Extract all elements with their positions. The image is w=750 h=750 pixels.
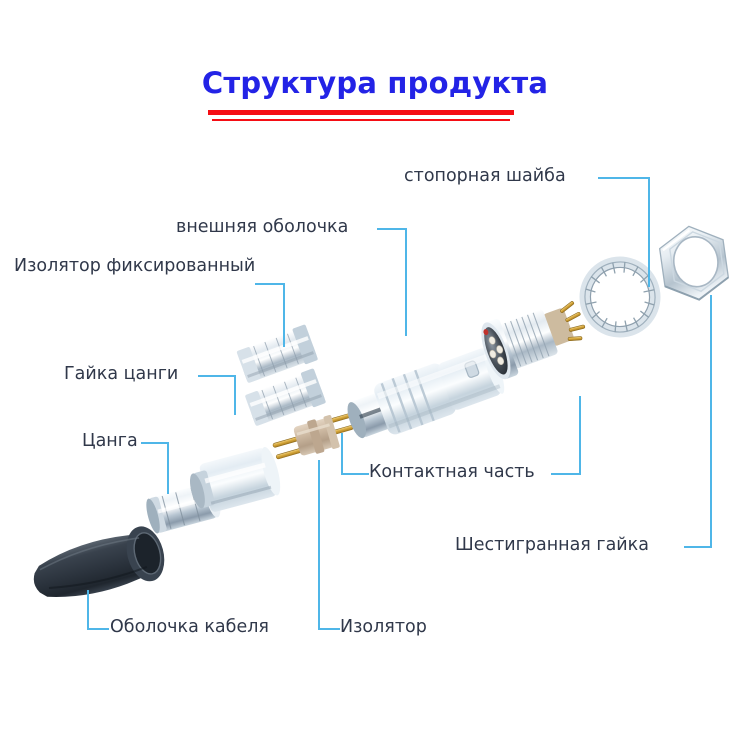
leader-collet-nut-h xyxy=(198,375,236,377)
leader-contact-part-left-h xyxy=(341,473,369,475)
red-alignment-dot xyxy=(483,329,489,336)
callout-label-lock-washer: стопорная шайба xyxy=(404,166,566,186)
part-tan-pin-insulator xyxy=(272,413,354,460)
leader-outer-shell-h xyxy=(377,228,407,230)
callout-label-collet: Цанга xyxy=(82,431,138,451)
leader-collet-nut-v xyxy=(234,375,236,415)
page-title: Структура продукта xyxy=(0,66,750,100)
leader-contact-part-left-v xyxy=(341,433,343,474)
leader-fixed-insulator-v xyxy=(283,283,285,347)
page-title-text: Структура продукта xyxy=(201,66,549,100)
leader-cable-boot-v xyxy=(87,590,89,629)
callout-label-fixed-insulator: Изолятор фиксированный xyxy=(14,256,256,276)
leader-collet-h xyxy=(141,442,169,444)
leader-lock-washer-v xyxy=(648,177,650,287)
leader-hex-nut-h xyxy=(684,546,712,548)
callout-label-cable-boot: Оболочка кабеля xyxy=(110,617,269,637)
leader-contact-part-right-v xyxy=(579,396,581,474)
title-underline-thick xyxy=(208,110,514,115)
leader-insulator-h xyxy=(318,628,340,630)
leader-hex-nut-v xyxy=(710,295,712,547)
callout-label-insulator: Изолятор xyxy=(340,617,427,637)
leader-fixed-insulator-h xyxy=(255,283,285,285)
part-chrome-collet xyxy=(146,482,221,534)
leader-lock-washer-h xyxy=(598,177,650,179)
callout-label-outer-shell: внешняя оболочка xyxy=(176,217,349,237)
contact-holes xyxy=(488,336,505,366)
part-ribbed-connector-body xyxy=(347,346,505,439)
title-underline-thin xyxy=(212,119,510,121)
part-clamp-nut-cylinder xyxy=(189,446,281,512)
part-hex-nut xyxy=(658,225,730,301)
part-black-cone-boot xyxy=(33,526,165,597)
leader-collet-v xyxy=(167,442,169,494)
leader-contact-part-right-h xyxy=(551,473,581,475)
part-metal-sleeve-lower xyxy=(245,368,326,426)
leader-insulator-v xyxy=(318,460,320,629)
callout-label-contact-part: Контактная часть xyxy=(369,462,535,482)
part-metal-sleeve-upper xyxy=(236,324,318,383)
callout-label-collet-nut: Гайка цанги xyxy=(64,364,179,384)
callout-label-hex-nut: Шестигранная гайка xyxy=(455,535,649,555)
leader-outer-shell-v xyxy=(405,228,407,336)
leader-cable-boot-h xyxy=(87,628,109,630)
rear-gold-pins xyxy=(543,301,586,346)
part-receptacle-socket xyxy=(481,301,586,380)
